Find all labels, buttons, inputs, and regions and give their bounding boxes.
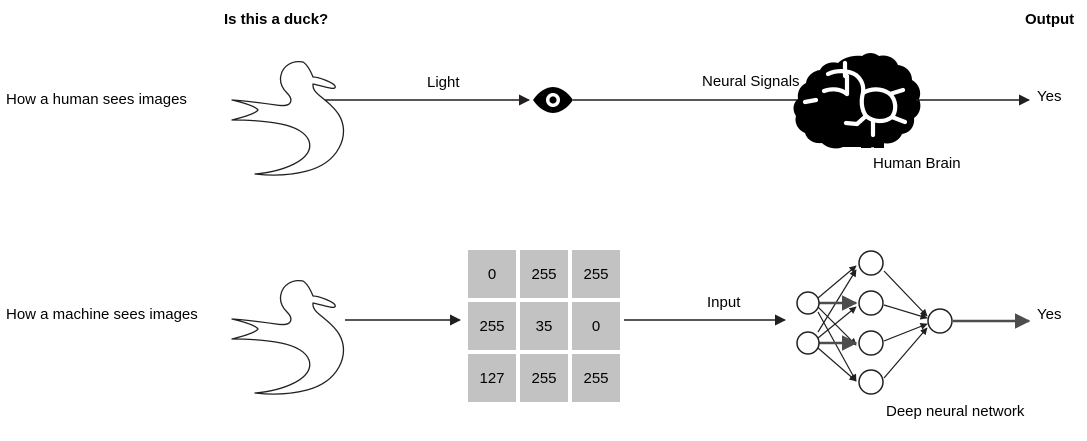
caption-human-brain: Human Brain bbox=[873, 155, 961, 172]
pixel-cell: 255 bbox=[520, 250, 568, 298]
neural-network-icon bbox=[796, 250, 953, 395]
net-node-hidden bbox=[858, 250, 884, 276]
pixel-value-matrix: 0 255 255 255 35 0 127 255 255 bbox=[468, 250, 620, 402]
net-node-input bbox=[796, 331, 820, 355]
net-node-input bbox=[796, 291, 820, 315]
edge-label-light: Light bbox=[427, 74, 460, 91]
pixel-cell: 0 bbox=[572, 302, 620, 350]
pixel-cell: 127 bbox=[468, 354, 516, 402]
pixel-cell: 0 bbox=[468, 250, 516, 298]
answer-machine: Yes bbox=[1037, 306, 1062, 323]
output-column-title: Output bbox=[1025, 11, 1075, 28]
pixel-cell: 255 bbox=[468, 302, 516, 350]
pixel-cell: 255 bbox=[520, 354, 568, 402]
net-node-hidden bbox=[858, 290, 884, 316]
pixel-cell: 255 bbox=[572, 354, 620, 402]
question-title: Is this a duck? bbox=[224, 11, 329, 28]
net-node-hidden bbox=[858, 330, 884, 356]
answer-human: Yes bbox=[1037, 88, 1062, 105]
edge-label-input: Input bbox=[707, 294, 741, 311]
row-label-machine: How a machine sees images bbox=[6, 306, 198, 323]
net-node-output bbox=[927, 308, 953, 334]
caption-deep-neural-network: Deep neural network bbox=[886, 403, 1025, 420]
edge-label-neural-signals: Neural Signals bbox=[702, 73, 800, 90]
brain-icon bbox=[793, 53, 921, 149]
pixel-cell: 255 bbox=[572, 250, 620, 298]
row-label-human: How a human sees images bbox=[6, 91, 187, 108]
net-node-hidden bbox=[858, 369, 884, 395]
duck-outline-icon bbox=[231, 60, 345, 176]
eye-icon bbox=[533, 87, 573, 113]
duck-outline-icon bbox=[231, 279, 345, 395]
pixel-cell: 35 bbox=[520, 302, 568, 350]
